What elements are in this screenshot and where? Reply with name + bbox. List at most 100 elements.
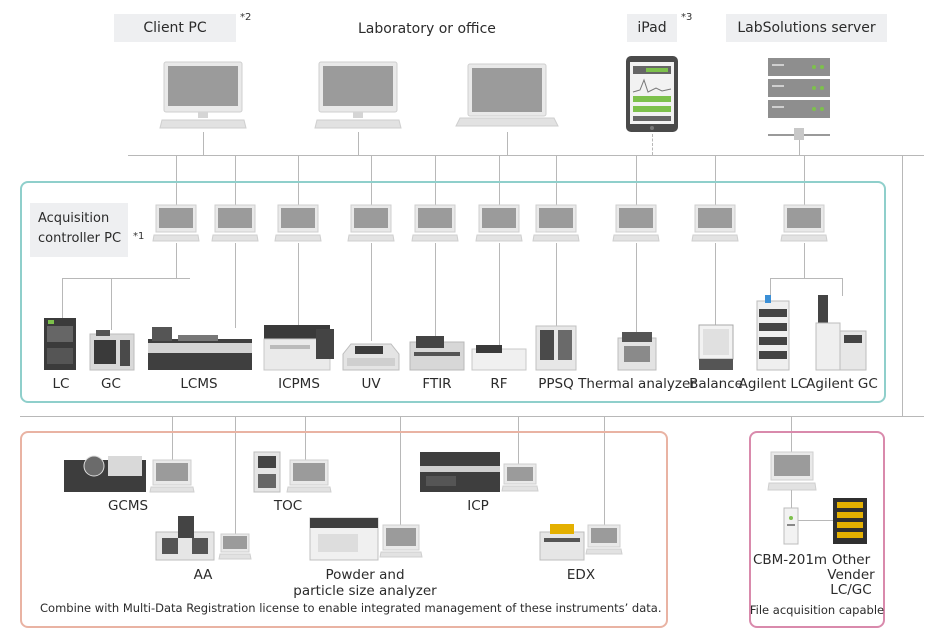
connector [499, 155, 500, 205]
file-acquisition-panel [749, 431, 885, 628]
multi-data-panel [20, 431, 668, 628]
connector [636, 243, 637, 333]
server-label-box: LabSolutions server [726, 14, 887, 42]
connector [604, 416, 605, 526]
connector [203, 132, 204, 155]
connector [507, 132, 508, 155]
ipad-label: iPad [637, 20, 667, 36]
ipad-label-box: iPad [627, 14, 677, 42]
other-vendor-label-line1: Other [831, 552, 871, 568]
acquisition-note: *1 [133, 231, 145, 242]
acquisition-pc-icon [780, 204, 828, 242]
powder-analyzer-icon [309, 517, 379, 561]
multi-data-caption: Combine with Multi-Data Registration lic… [40, 601, 662, 615]
connector [172, 416, 173, 462]
lcms-instrument-icon [148, 327, 252, 370]
instrument-label-gc: GC [101, 376, 121, 392]
ipad-icon [626, 56, 678, 132]
multi-label-edx: EDX [566, 567, 596, 583]
instrument-label-balance: Balance [689, 376, 743, 392]
agilent-lc-icon [756, 295, 790, 371]
connector [298, 155, 299, 205]
multi-label-toc: TOC [273, 498, 303, 514]
connector [111, 278, 112, 330]
acquisition-pc-icon [691, 204, 739, 242]
lab-office-label: Laboratory or office [358, 21, 496, 37]
multi-label-powder-line1: Powder and [325, 567, 405, 583]
connector [305, 416, 306, 462]
connector [556, 243, 557, 327]
connector [791, 490, 792, 510]
client-monitor-1-icon [159, 61, 247, 129]
multi-label-powder-line2: particle size analyzer [293, 583, 437, 599]
connector [652, 134, 654, 155]
connector [62, 278, 190, 279]
other-vendor-label-line3: LC/GC [830, 582, 872, 598]
acquisition-pc-icon [475, 204, 523, 242]
connector [842, 278, 843, 296]
connector [358, 132, 359, 155]
connector [435, 155, 436, 205]
client-pc-label: Client PC [143, 20, 207, 36]
connector [176, 243, 177, 278]
icp-instrument-icon [420, 452, 500, 492]
multi-label-aa: AA [193, 567, 213, 583]
connector [235, 155, 236, 205]
right-trunk-line [902, 155, 903, 417]
top-network-line [128, 155, 924, 156]
file-acq-pc-icon [767, 451, 817, 491]
other-vendor-label-line2: Vender [827, 567, 875, 583]
connector [770, 278, 771, 296]
toc-instrument-icon [253, 451, 281, 493]
balance-instrument-icon [698, 324, 734, 370]
icpms-instrument-icon [263, 325, 334, 371]
instrument-label-lc: LC [52, 376, 70, 392]
thermal-analyzer-icon [617, 332, 657, 371]
connector [499, 243, 500, 346]
file-acq-caption: File acquisition capable [749, 603, 885, 617]
rf-instrument-icon [471, 345, 527, 371]
acquisition-pc-icon [612, 204, 660, 242]
connector [176, 155, 177, 205]
multi-label-icp: ICP [467, 498, 489, 514]
ftir-instrument-icon [409, 336, 465, 371]
acquisition-pc-icon [411, 204, 459, 242]
connector [804, 243, 805, 278]
gc-instrument-icon [89, 330, 135, 371]
pc-icon [585, 524, 623, 555]
connector [636, 155, 637, 205]
server-icon [768, 58, 830, 140]
instrument-label-agilent-lc: Agilent LC [738, 376, 808, 392]
acquisition-label-line2: controller PC [38, 231, 122, 246]
connector [235, 416, 236, 536]
pc-icon [149, 459, 195, 493]
connector [400, 416, 401, 526]
connector [298, 243, 299, 325]
connector [715, 243, 716, 325]
pc-icon [218, 533, 252, 560]
server-label: LabSolutions server [737, 20, 876, 36]
connector [770, 278, 842, 279]
connector [235, 243, 236, 328]
connector [804, 155, 805, 205]
connector [791, 520, 833, 521]
connector [715, 155, 716, 205]
connector [518, 416, 519, 466]
acquisition-pc-icon [532, 204, 580, 242]
lc-instrument-icon [44, 318, 76, 370]
connector [371, 155, 372, 205]
connector [791, 416, 792, 452]
other-vendor-icon [833, 498, 867, 544]
instrument-label-thermal: Thermal analyzer [578, 376, 696, 392]
pc-icon [286, 459, 332, 493]
gcms-instrument-icon [64, 455, 146, 492]
connector [62, 278, 63, 320]
acquisition-pc-icon [211, 204, 259, 242]
instrument-label-ftir: FTIR [422, 376, 452, 392]
uv-instrument-icon [342, 343, 400, 371]
ppsq-instrument-icon [535, 325, 577, 371]
client-laptop-icon [455, 63, 559, 127]
aa-instrument-icon [155, 516, 215, 561]
acquisition-pc-icon [274, 204, 322, 242]
cbm-label: CBM-201m [752, 552, 828, 568]
